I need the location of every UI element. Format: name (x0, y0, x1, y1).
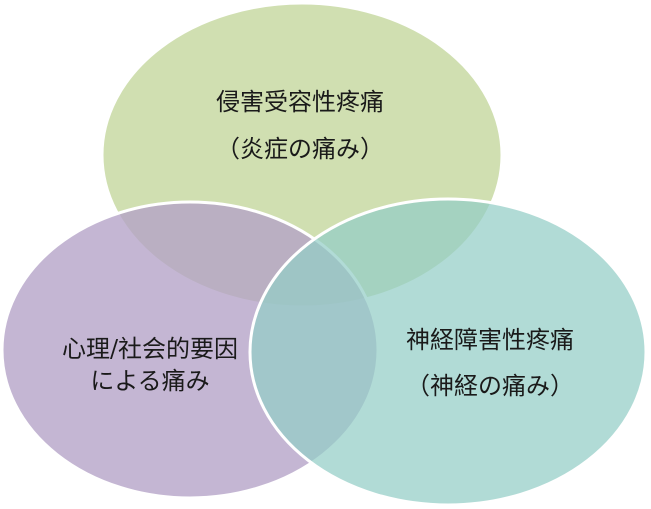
circle-neuropathic (248, 197, 648, 507)
nociceptive-subtitle: （炎症の痛み） (216, 135, 384, 163)
psychosocial-subtitle: による痛み (90, 367, 209, 395)
neuropathic-title: 神経障害性疼痛 (406, 326, 574, 354)
neuropathic-subtitle: （神経の痛み） (406, 372, 574, 400)
nociceptive-title: 侵害受容性疼痛 (216, 88, 384, 116)
psychosocial-title: 心理/社会的要因 (62, 335, 238, 363)
